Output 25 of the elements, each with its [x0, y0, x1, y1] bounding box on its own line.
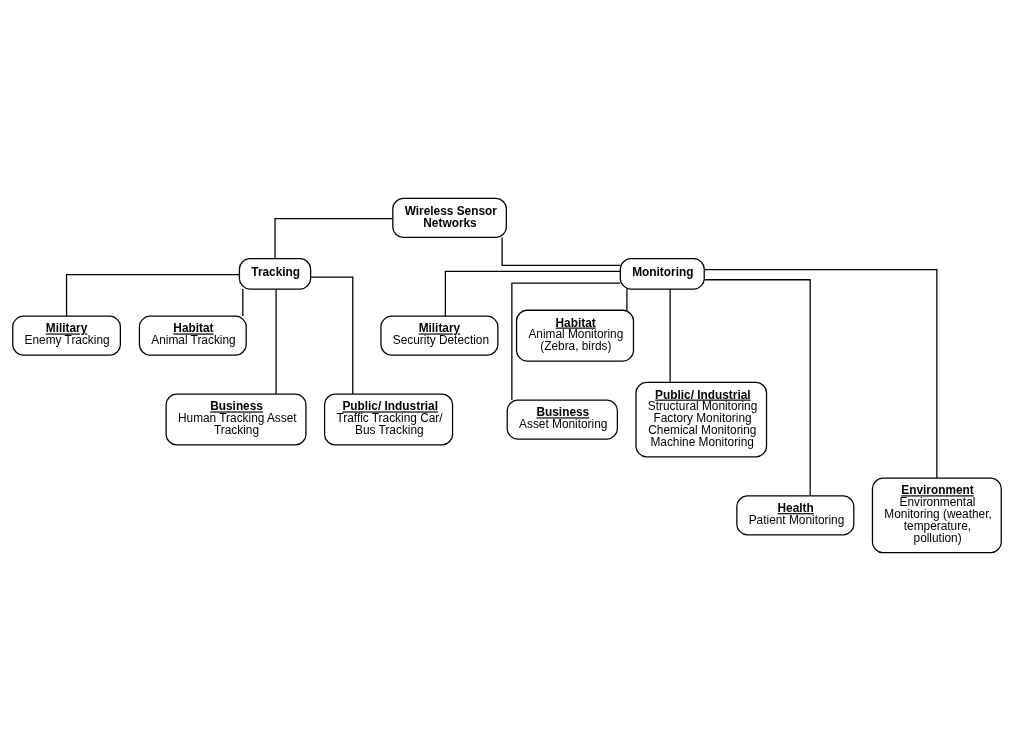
connector	[511, 282, 621, 401]
connector	[242, 288, 244, 317]
connector	[703, 268, 938, 479]
node-box: Tracking	[238, 257, 312, 290]
connector	[669, 288, 671, 383]
connector	[703, 279, 811, 497]
node-box: Habitat Animal Tracking	[138, 315, 247, 356]
node-box: Military Enemy Tracking	[12, 315, 121, 356]
connector	[275, 288, 277, 395]
connector	[310, 276, 354, 395]
node-box: Business Human Tracking Asset Tracking	[165, 393, 307, 446]
node-box: Habitat Animal Monitoring (Zebra, birds)	[515, 309, 635, 362]
node-box: Environment Environmental Monitoring (weather, temperature, pollution)	[871, 477, 1002, 554]
connector	[274, 218, 394, 260]
node-box: Health Patient Monitoring	[736, 495, 855, 536]
connector	[444, 270, 621, 317]
connector	[501, 236, 621, 266]
connector	[65, 274, 241, 317]
node-box: Public/ Industrial Structural Monitoring Factory Monitoring Chemical Monitoring Machine Monitoring	[635, 381, 768, 458]
node-box: Public/ Industrial Traffic Tracking Car/ Bus Tracking	[323, 393, 454, 446]
node-box: Military Security Detection	[380, 315, 499, 356]
node-box: Wireless Sensor Networks	[392, 197, 507, 238]
node-box: Monitoring	[619, 257, 705, 290]
node-box: Business Asset Monitoring	[506, 399, 618, 440]
connector	[626, 288, 628, 311]
